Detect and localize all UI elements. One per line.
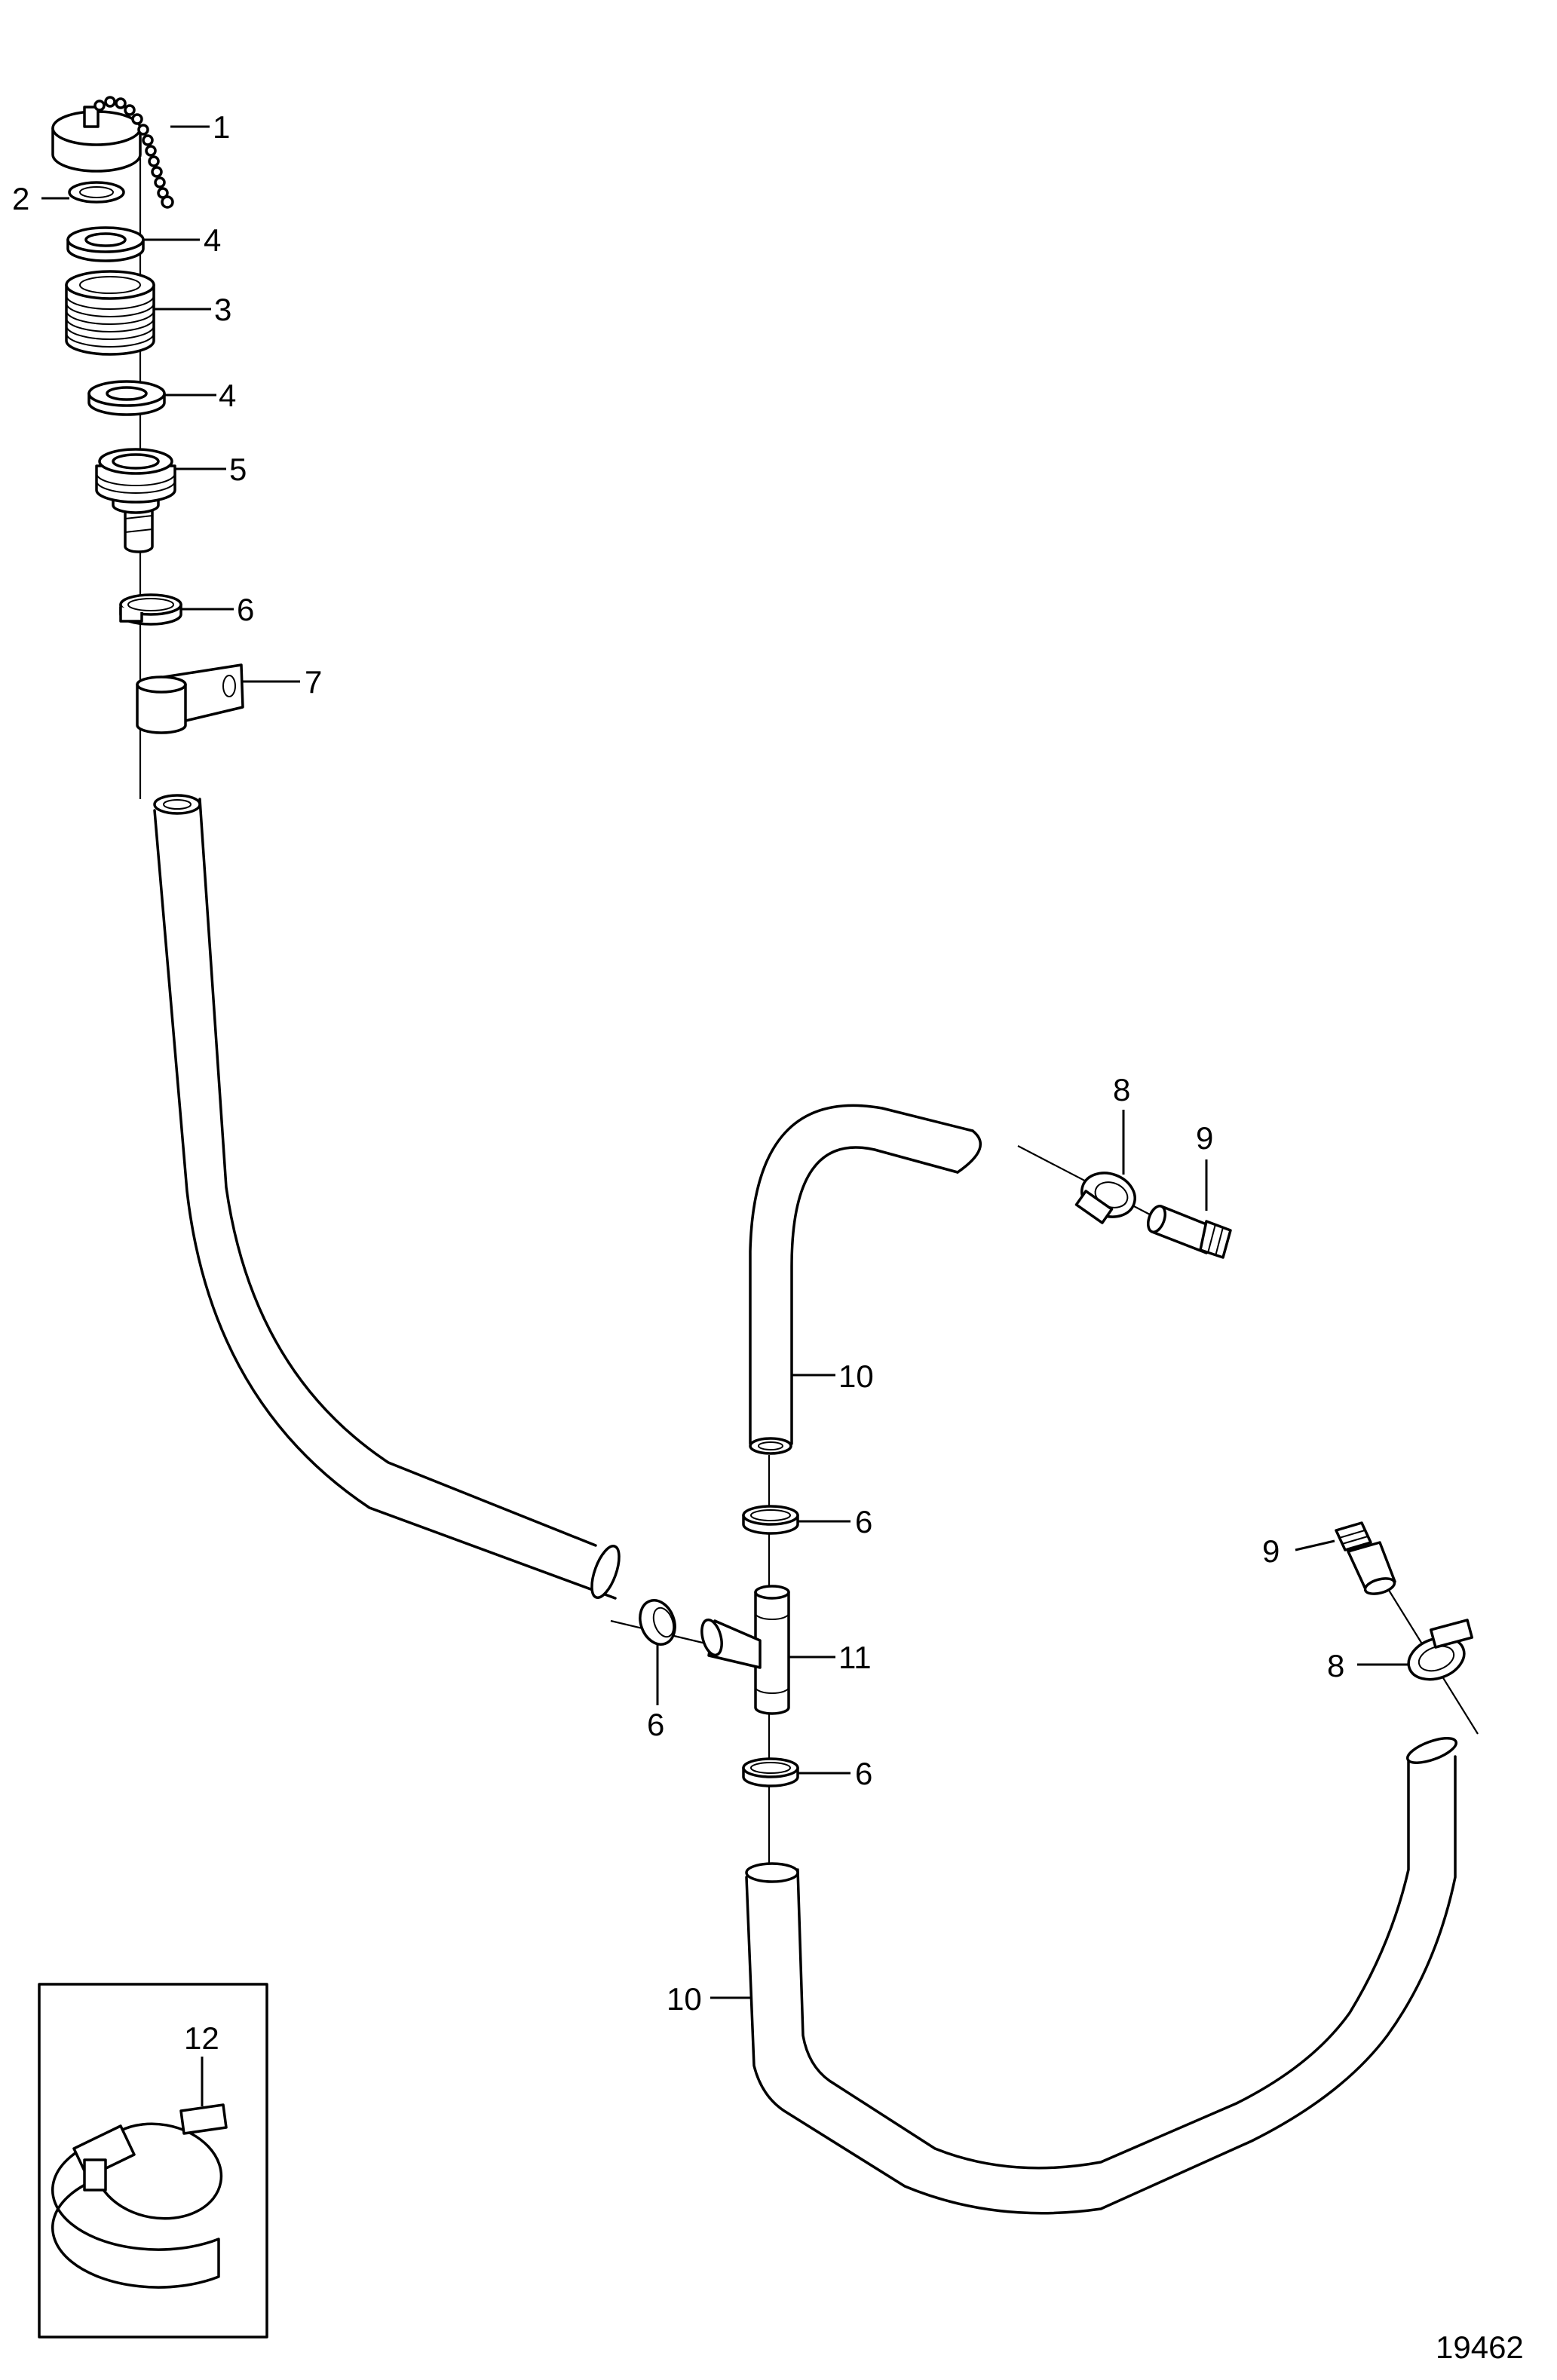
hose-lower-u-part-10: [745, 1737, 1457, 2215]
callout-9-upper: 9: [1196, 1120, 1213, 1156]
callout-8-upper: 8: [1113, 1072, 1130, 1107]
callout-8-lower: 8: [1327, 1648, 1344, 1683]
callout-10-upper: 10: [838, 1358, 874, 1394]
inset-box: [38, 1983, 268, 2339]
hose-left-long: [153, 794, 621, 1600]
callout-12: 12: [184, 2020, 219, 2056]
hose-upper-bent-part-10: [749, 1104, 982, 1455]
p-clip-part-7: [136, 663, 244, 734]
hose-clamp-part-8-upper: [1074, 1172, 1136, 1224]
cap-chain: [93, 96, 174, 209]
hose-clamp-part-8-lower: [1407, 1619, 1474, 1681]
hose-clamp-part-6-lower: [742, 1757, 799, 1787]
t-piece-part-11: [700, 1585, 790, 1715]
callout-10-lower: 10: [667, 1981, 702, 2017]
callout-2: 2: [12, 181, 29, 216]
clamp-with-label-part-12: [51, 2057, 228, 2289]
hose-clamp-part-6-left: [639, 1599, 676, 1646]
callout-7: 7: [305, 664, 322, 700]
callout-4-lower: 4: [219, 378, 236, 413]
callout-5: 5: [229, 452, 247, 487]
callout-9-lower: 9: [1262, 1533, 1280, 1569]
o-ring-part-2: [68, 181, 125, 204]
drawing-number: 19462: [1436, 2329, 1524, 2365]
assembly-axes: [139, 158, 1479, 1870]
connector-part-9-lower: [1335, 1521, 1396, 1595]
washer-part-4-lower: [87, 380, 166, 416]
hose-nipple-part-5: [95, 448, 176, 553]
callout-3: 3: [214, 292, 231, 327]
washer-part-4-upper: [66, 226, 145, 262]
hose-clamp-part-6-upper: [742, 1505, 799, 1535]
hose-clamp-part-6-top: [119, 593, 182, 626]
leader-lines: [41, 125, 1408, 1999]
callout-labels: 1 2 4 3 4 5 6 7 8 9 10 6 9 11 8 6 6 10 1…: [12, 109, 1524, 2365]
callout-11: 11: [838, 1640, 872, 1675]
callout-1: 1: [213, 109, 230, 145]
callout-4-upper: 4: [204, 222, 221, 258]
threaded-neck-part-3: [65, 270, 155, 356]
callout-6-top: 6: [237, 592, 254, 627]
callout-6-lower: 6: [855, 1756, 872, 1791]
callout-6-upper: 6: [855, 1504, 872, 1539]
callout-6-left: 6: [647, 1707, 664, 1742]
connector-part-9-upper: [1147, 1204, 1232, 1259]
filler-cap-part-1: [51, 106, 142, 173]
